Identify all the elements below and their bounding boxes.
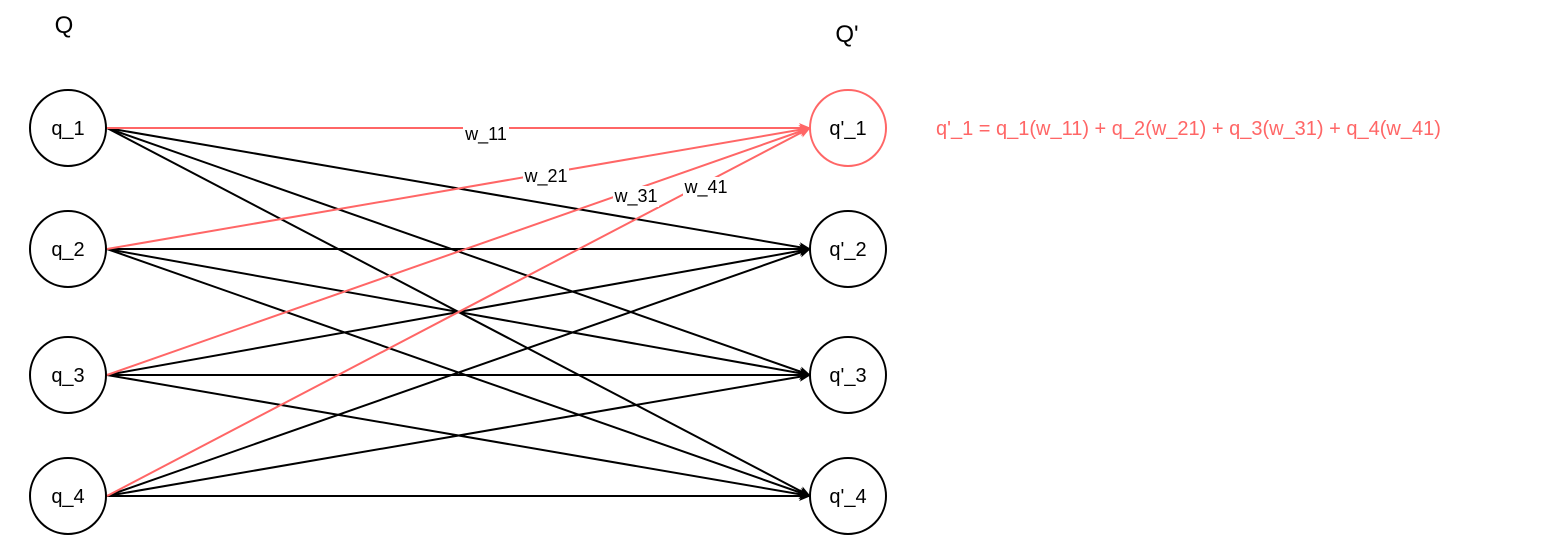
input-nodes: q_1 q_2 q_3 q_4 [29,89,107,535]
output-node-qp4: q'_4 [809,457,887,535]
weight-label-w21: w_21 [523,166,567,187]
output-node-qp3: q'_3 [809,336,887,414]
edge-q3-qp1 [106,126,811,376]
input-node-q4-label: q_4 [51,486,84,508]
weight-label-background [523,166,569,187]
input-column-title: Q [55,12,74,39]
output-node-qp1-label: q'_1 [829,118,866,140]
weight-label-w41: w_41 [683,177,727,198]
input-node-q4: q_4 [29,457,107,535]
weight-labels: w_11 w_21 w_31 w_41 [463,124,729,207]
input-node-q3-circle [29,336,107,414]
input-node-q1-circle [29,89,107,167]
output-node-qp4-label: q'_4 [829,486,866,508]
input-node-q4-circle [29,457,107,535]
input-node-q3-label: q_3 [51,365,84,387]
weight-label-w11: w_11 [464,124,507,145]
output-node-qp2-circle [809,210,887,288]
input-node-q1-label: q_1 [51,118,84,140]
output-node-qp3-circle [809,336,887,414]
output-node-qp1: q'_1 [809,89,887,167]
input-node-q2: q_2 [29,210,107,288]
weight-label-background [683,177,729,198]
output-node-qp2: q'_2 [809,210,887,288]
input-node-q2-circle [29,210,107,288]
weight-label-w31: w_31 [613,186,657,207]
output-nodes: q'_1 q'_2 q'_3 q'_4 [809,89,887,535]
output-node-qp2-label: q'_2 [829,239,866,261]
edge-q4-qp3 [106,371,811,497]
edge-q2-qp1 [106,124,811,250]
input-node-q2-label: q_2 [51,239,84,261]
output-node-qp1-circle [809,89,887,167]
input-node-q1: q_1 [29,89,107,167]
weight-label-background [613,186,659,207]
output-column-title: Q' [835,21,858,48]
input-node-q3: q_3 [29,336,107,414]
formula-text: q'_1 = q_1(w_11) + q_2(w_21) + q_3(w_31)… [936,118,1441,140]
edges-highlight [106,123,811,497]
output-node-qp4-circle [809,457,887,535]
weight-label-background [463,124,509,145]
output-node-qp3-label: q'_3 [829,365,866,387]
edge-q4-qp2 [106,247,811,497]
